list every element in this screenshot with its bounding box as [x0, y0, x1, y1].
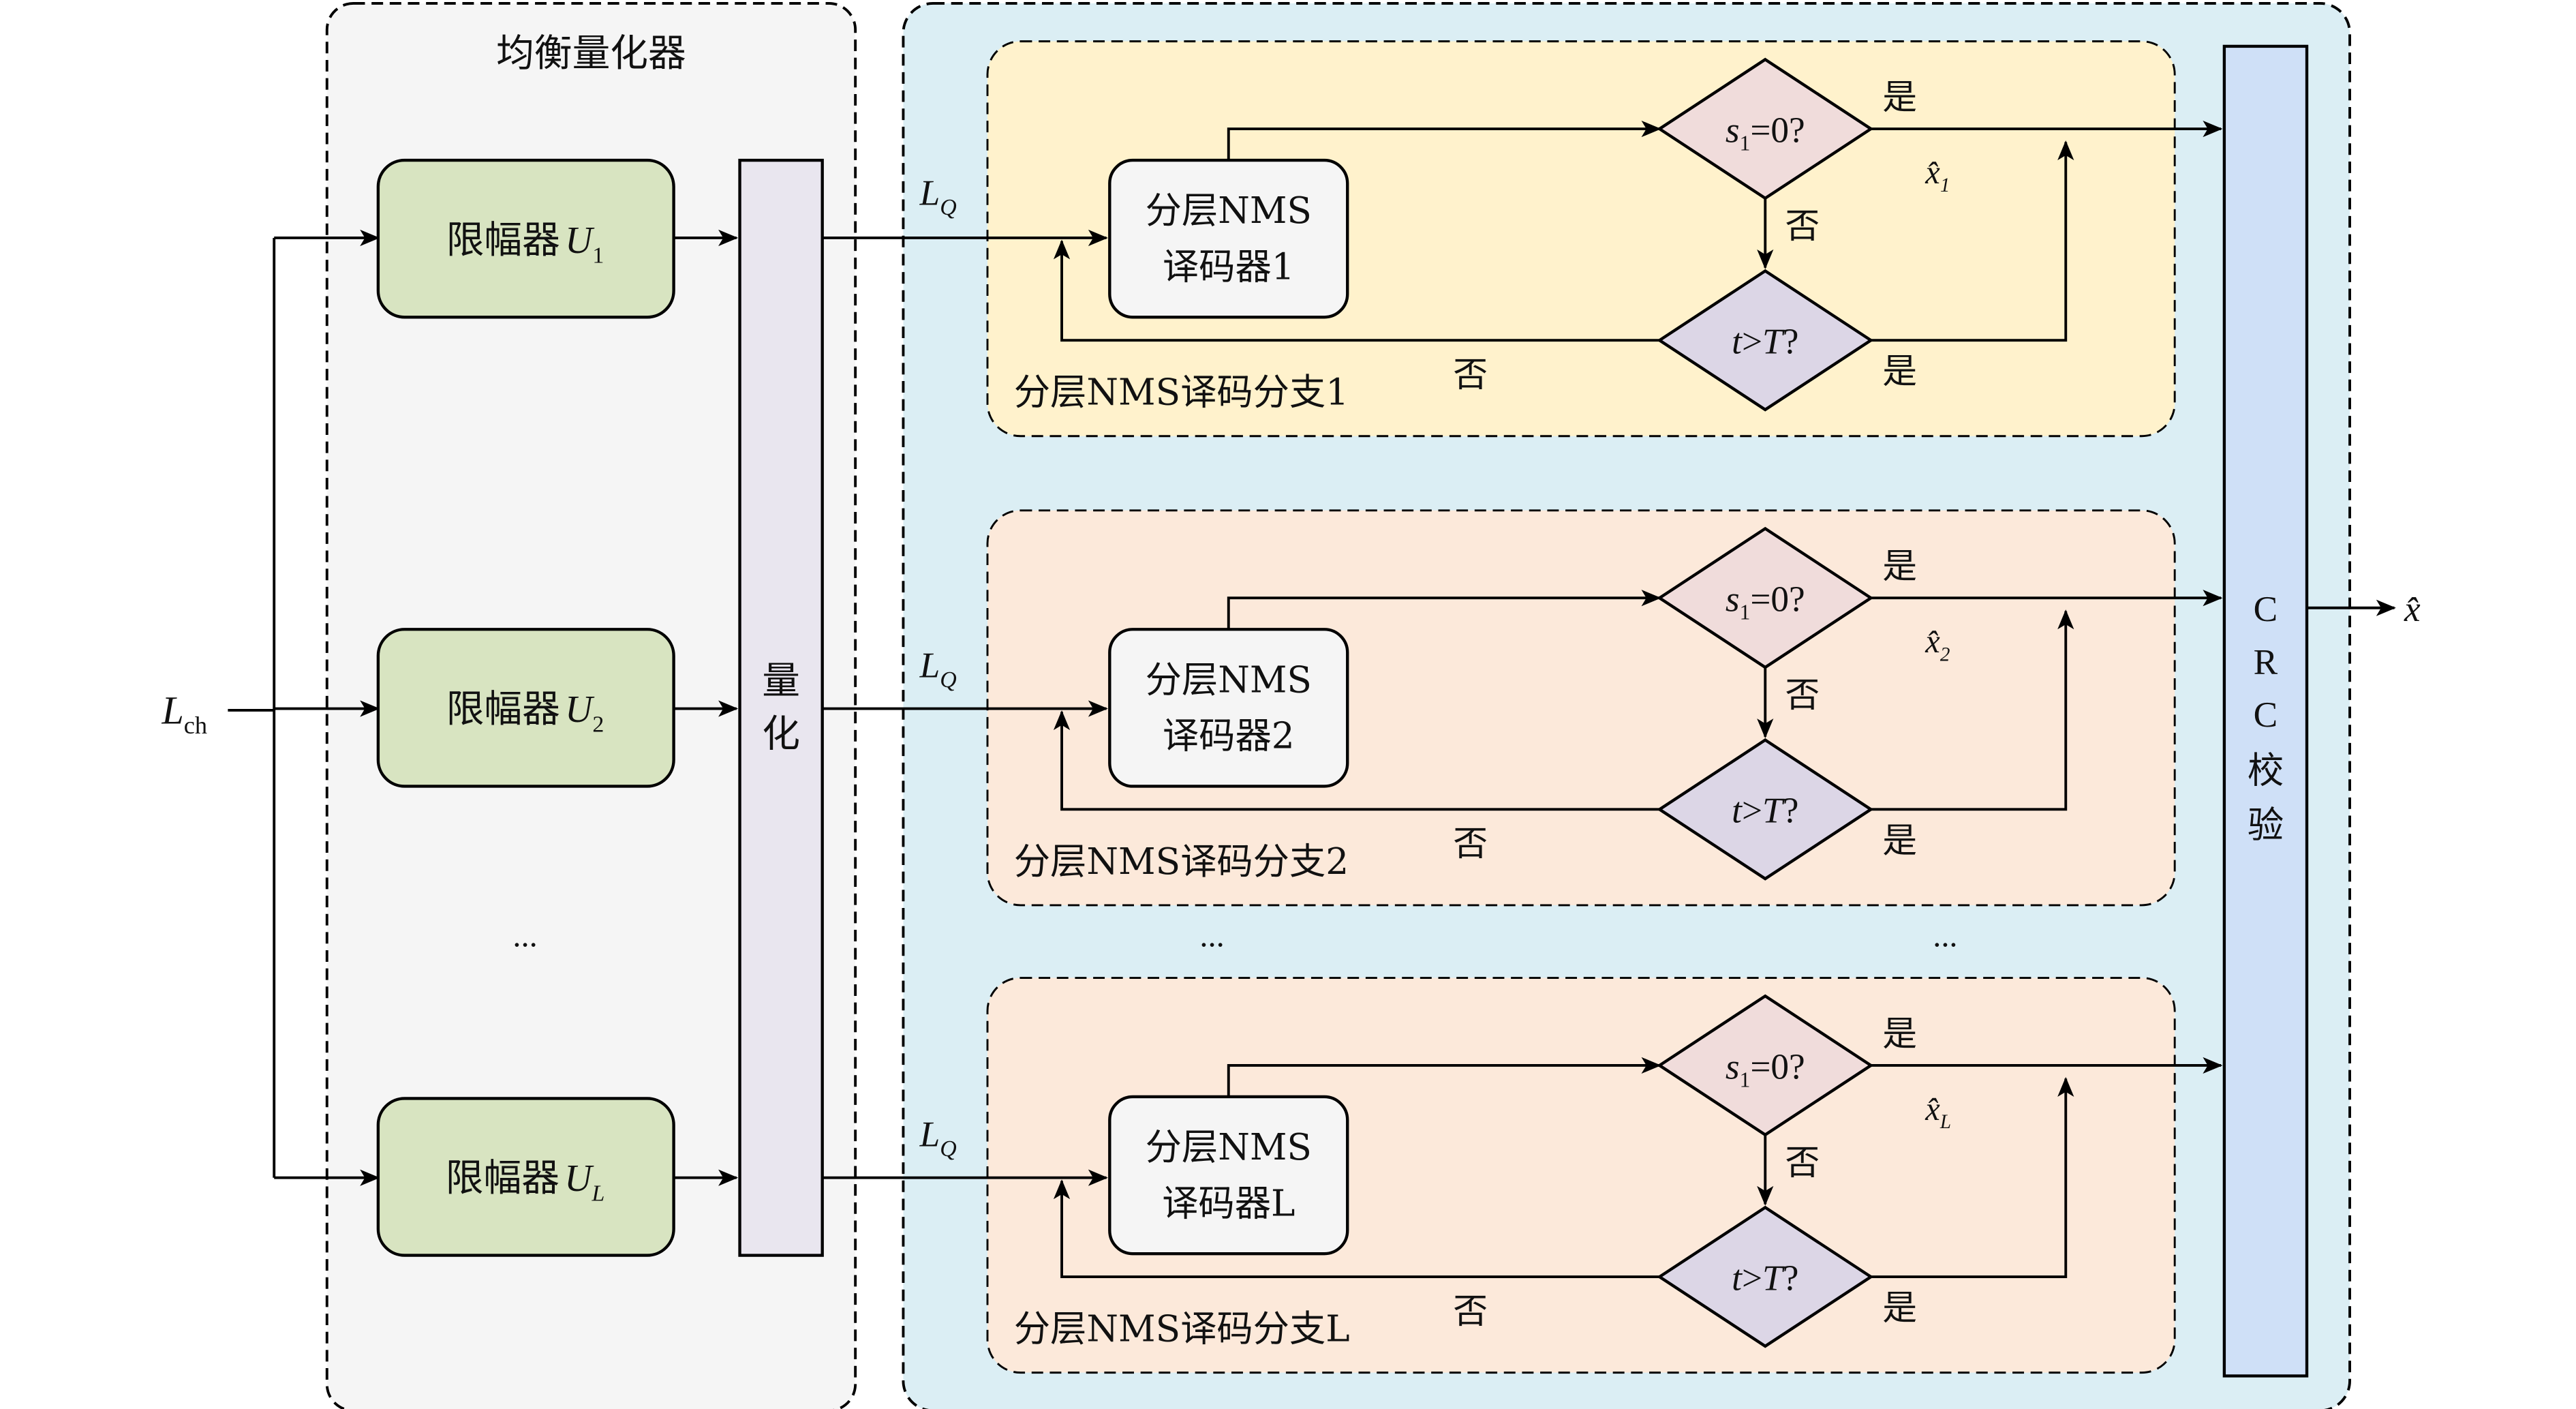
svg-text:C: C — [2254, 589, 2278, 629]
max-iter-yes-arrow — [1871, 1076, 2074, 1279]
decoder-to-check-arrow — [1227, 120, 1661, 161]
svg-text:C: C — [2254, 695, 2278, 735]
nms-decoder-box — [1108, 1095, 1349, 1256]
no-label: 否 — [1785, 206, 1820, 246]
branches: 分层NMS译码器1s1=0?是x̂1否t>T?是否分层NMS译码分支1分层NMS… — [822, 40, 2223, 1374]
quantize-block: 量 化 — [738, 158, 824, 1257]
svg-text:验: 验 — [2248, 804, 2284, 847]
limiter-ellipsis: ... — [512, 918, 537, 954]
iteration-check-label: t>T? — [1732, 791, 1798, 831]
syndrome-check-label: s1=0? — [1726, 1046, 1805, 1091]
crc-check-block: C R C 校 验 — [2222, 44, 2309, 1378]
decoder-label-line2: 译码器1 — [1163, 246, 1295, 288]
yes-label-2: 是 — [1882, 351, 1917, 391]
yes-label-2: 是 — [1882, 820, 1917, 860]
loop-back-arrow — [1053, 710, 1660, 811]
max-iter-yes-arrow — [1871, 609, 2074, 811]
no-label-2: 否 — [1453, 1291, 1488, 1331]
svg-text:R: R — [2254, 642, 2278, 682]
output-label: x̂ — [2404, 589, 2421, 629]
decoder-label-line1: 分层NMS — [1146, 1126, 1312, 1168]
no-label-2: 否 — [1453, 354, 1488, 395]
branch-name: 分层NMS译码分支1 — [1014, 372, 1349, 414]
equalizing-quantizer-title: 均衡量化器 — [496, 31, 686, 76]
decoder-to-check-arrow — [1227, 1057, 1661, 1097]
svg-text:LQ: LQ — [919, 173, 957, 221]
input-label: Lch — [161, 688, 207, 739]
lq-label-L: LQ — [919, 1115, 957, 1162]
iteration-check-diamond — [1657, 1205, 1874, 1348]
no-label-2: 否 — [1453, 823, 1488, 864]
yes-label: 是 — [1882, 77, 1917, 117]
no-label: 否 — [1785, 1142, 1820, 1183]
yes-label: 是 — [1882, 546, 1917, 586]
svg-text:LQ: LQ — [919, 646, 957, 693]
estimate-label: x̂L — [1925, 1091, 1951, 1133]
loop-back-arrow — [1053, 239, 1660, 342]
iteration-check-label: t>T? — [1732, 1258, 1798, 1298]
svg-text:化: 化 — [762, 712, 800, 756]
lq-label-2: LQ — [919, 646, 957, 693]
nms-decoder-box — [1108, 628, 1349, 788]
no-label: 否 — [1785, 675, 1820, 715]
max-iter-yes-arrow — [1871, 140, 2074, 342]
decoder-label-line2: 译码器2 — [1163, 715, 1295, 757]
iteration-check-diamond — [1657, 269, 1874, 412]
svg-text:校: 校 — [2248, 750, 2284, 792]
decoder-label-line2: 译码器L — [1162, 1182, 1295, 1224]
estimate-label: x̂2 — [1925, 624, 1950, 665]
estimate-label: x̂1 — [1925, 155, 1950, 196]
branch-ellipsis-right: ... — [1933, 918, 1957, 954]
nms-decoder-box — [1108, 158, 1349, 319]
yes-label-2: 是 — [1882, 1288, 1917, 1328]
decoder-label-line1: 分层NMS — [1146, 658, 1312, 701]
decoder-to-check-arrow — [1227, 590, 1661, 630]
branch-ellipsis-left: ... — [1199, 918, 1224, 954]
syndrome-check-label: s1=0? — [1726, 110, 1805, 155]
yes-label: 是 — [1882, 1014, 1917, 1054]
iteration-check-label: t>T? — [1732, 322, 1798, 362]
loop-back-arrow — [1053, 1179, 1660, 1279]
decoder-label-line1: 分层NMS — [1146, 190, 1312, 232]
syndrome-check-label: s1=0? — [1726, 579, 1805, 624]
iteration-check-diamond — [1657, 738, 1874, 881]
branch-name: 分层NMS译码分支2 — [1014, 840, 1349, 883]
branch-container — [986, 977, 2176, 1374]
lq-label-1: LQ — [919, 173, 957, 221]
branch-name: 分层NMS译码分支L — [1014, 1308, 1350, 1350]
svg-text:量: 量 — [762, 659, 800, 703]
svg-text:LQ: LQ — [919, 1115, 957, 1162]
